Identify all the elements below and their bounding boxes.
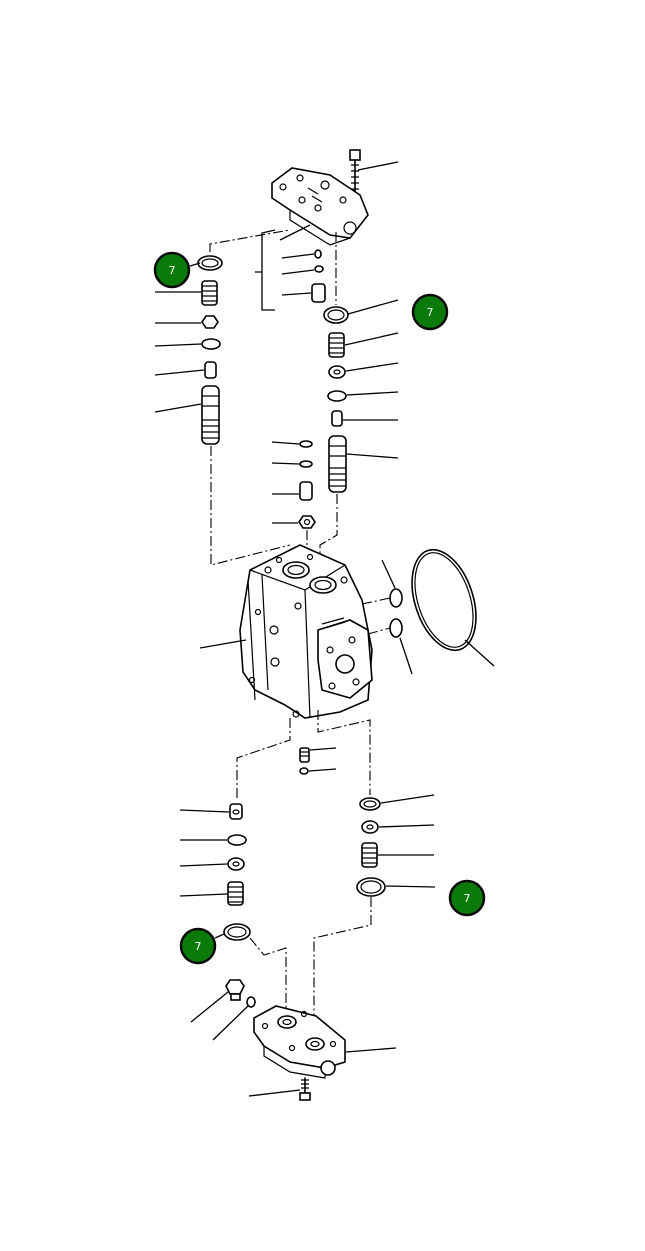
centerline (236, 718, 291, 800)
small-o-ring (271, 440, 313, 448)
sleeve (331, 410, 398, 427)
top-cover-plate (271, 167, 369, 246)
large-o-ring (411, 548, 495, 667)
small-ball (281, 265, 324, 275)
callout-badge: 7 (153, 251, 191, 289)
leader-line (189, 262, 201, 267)
top-bolt (349, 149, 361, 196)
washer (327, 390, 399, 402)
spring (155, 280, 218, 306)
centerline (210, 446, 291, 566)
callout-badge: 7 (179, 927, 217, 965)
small-o-ring (271, 460, 313, 468)
callout-badge-circle (179, 927, 217, 965)
valve-spool-right (328, 435, 399, 493)
bottom-cover-plate (253, 1005, 346, 1079)
centerline (209, 229, 291, 252)
o-ring (356, 877, 436, 897)
hex-nut (155, 315, 219, 329)
o-ring (223, 923, 251, 941)
retainer (328, 362, 399, 379)
bottom-bolt (248, 1077, 311, 1101)
valve-spool-left (154, 385, 220, 445)
valve-body (239, 544, 373, 719)
callout-badge-circle (153, 251, 191, 289)
small-o-ring (212, 996, 256, 1041)
side-o-ring (367, 618, 413, 675)
leader-line (357, 161, 399, 171)
centerline (249, 937, 287, 1012)
centerline (313, 897, 372, 1040)
leader-line (214, 933, 225, 939)
sleeve (179, 803, 243, 820)
centerline (317, 710, 371, 795)
callout-badge: 7 (448, 879, 486, 917)
retainer (179, 857, 245, 871)
washer (180, 834, 247, 846)
small-ball (299, 767, 337, 775)
retainer (361, 820, 435, 834)
o-ring (197, 255, 223, 271)
o-ring (323, 299, 399, 324)
o-ring (359, 794, 435, 811)
spring (328, 332, 399, 358)
callout-badge-label: 7 (427, 306, 434, 319)
spring (361, 842, 434, 868)
callout-badge-circle (448, 879, 486, 917)
group-bracket (255, 229, 276, 311)
leader-line (279, 224, 311, 241)
callout-badge-label: 7 (464, 892, 471, 905)
callout-badge-label: 7 (195, 940, 202, 953)
sleeve (154, 361, 217, 379)
leader-line (345, 1047, 397, 1053)
callout-badge: 7 (411, 293, 449, 331)
piston (272, 481, 313, 501)
plug-bolt (190, 979, 245, 1023)
plug (281, 283, 326, 303)
side-o-ring (361, 559, 403, 608)
nut (272, 515, 316, 529)
leader-line (199, 639, 247, 649)
callout-badge-circle (411, 293, 449, 331)
spring (179, 881, 244, 906)
washer (154, 338, 221, 350)
callout-badge-label: 7 (169, 264, 176, 277)
small-pin (281, 249, 322, 259)
small-spring (299, 747, 337, 763)
